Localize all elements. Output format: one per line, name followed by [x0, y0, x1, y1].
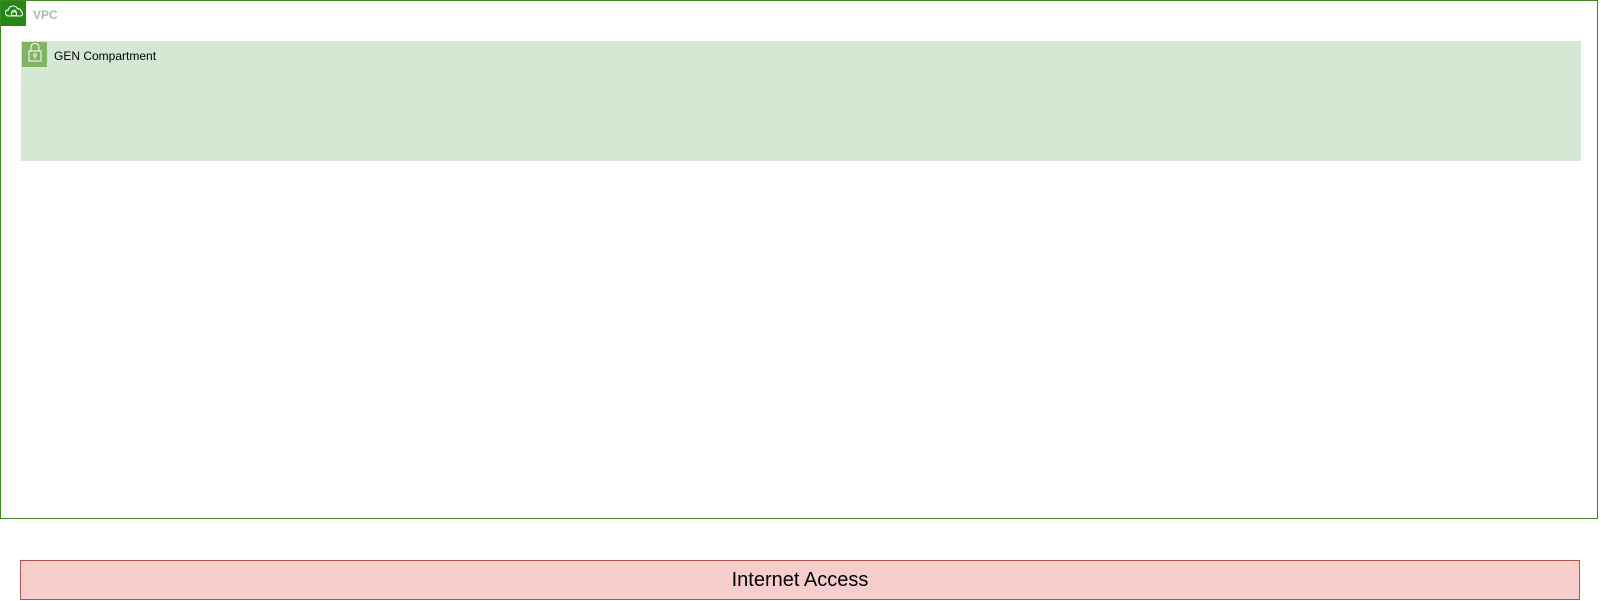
compartment-badge [22, 42, 47, 67]
vpc-label: VPC [33, 8, 58, 22]
internet-access-label: Internet Access [731, 568, 869, 591]
internet-access-box[interactable]: Internet Access [20, 560, 1580, 600]
gen-compartment-group[interactable]: GEN Compartment [21, 41, 1581, 161]
vpc-cloud-lock-icon [4, 3, 24, 24]
vpc-badge [1, 1, 26, 26]
compartment-label: GEN Compartment [54, 49, 157, 63]
vpc-group[interactable]: VPC GEN Compartment [0, 0, 1598, 519]
padlock-icon [27, 42, 43, 67]
